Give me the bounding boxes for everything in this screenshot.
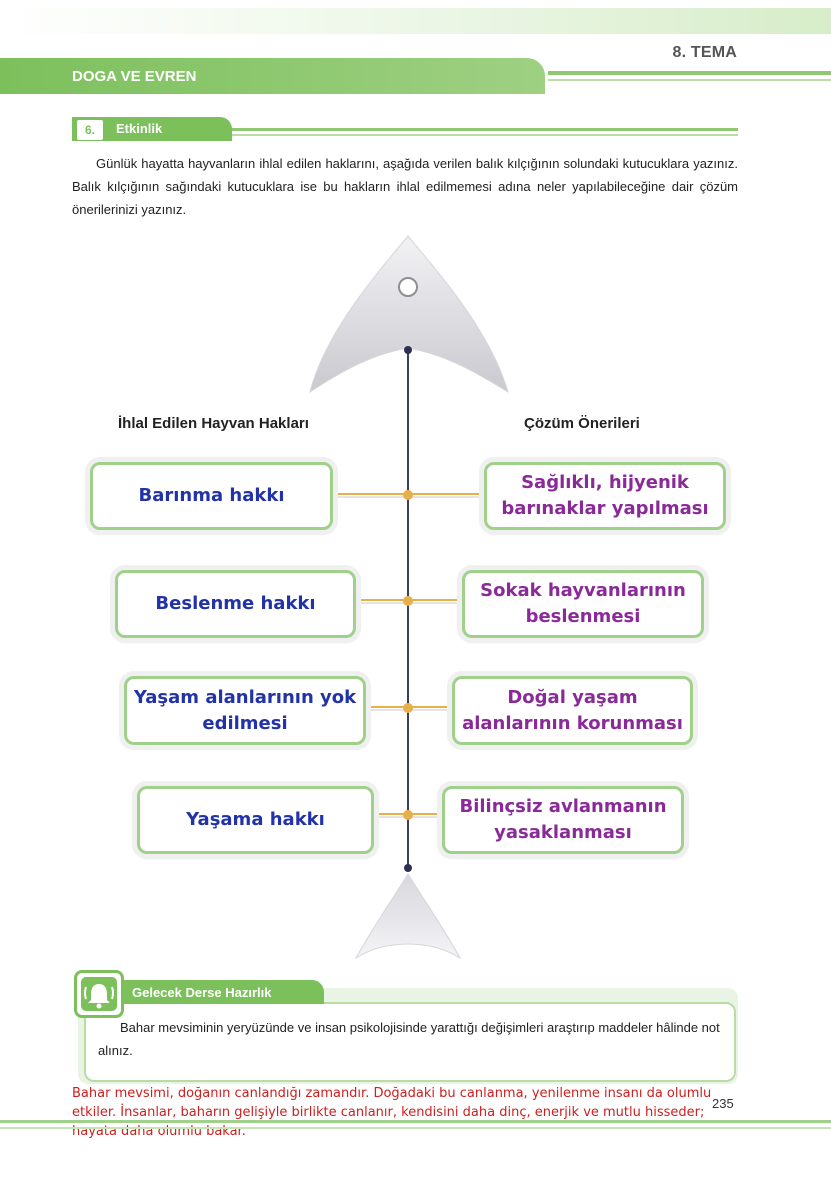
activity-rule-thin <box>232 134 738 136</box>
footer-rule-thin <box>0 1127 831 1129</box>
next-lesson-bar <box>118 980 324 1004</box>
next-lesson-content-box <box>84 1002 736 1082</box>
activity-instructions: Günlük hayatta hayvanların ihlal edilen … <box>72 156 738 217</box>
right-column-heading: Çözüm Önerileri <box>524 415 640 432</box>
solution-box-1: Sağlıklı, hijyenik barınaklar yapılması <box>484 462 726 530</box>
solution-box-2: Sokak hayvanlarının beslenmesi <box>462 570 704 638</box>
bell-icon <box>74 970 124 1018</box>
unit-title: DOGA VE EVREN <box>72 68 197 85</box>
header-rule-thin <box>548 79 831 81</box>
solution-box-3: Doğal yaşam alanlarının korunması <box>452 676 693 745</box>
footer-rule <box>0 1120 831 1123</box>
next-lesson-label: Gelecek Derse Hazırlık <box>132 985 272 1000</box>
header-rule <box>548 71 831 75</box>
activity-label: Etkinlik <box>116 121 163 136</box>
violated-right-box-3: Yaşam alanlarının yok edilmesi <box>124 676 366 745</box>
page-number: 235 <box>712 1096 734 1111</box>
activity-rule <box>232 128 738 131</box>
solution-box-4: Bilinçsiz avlanmanın yasaklanması <box>442 786 684 854</box>
unit-title-band <box>0 58 545 94</box>
tema-label: 8. TEMA <box>672 44 737 61</box>
violated-right-box-1: Barınma hakkı <box>90 462 333 530</box>
answer-text: Bahar mevsimi, doğanın canlandığı zamand… <box>72 1086 712 1139</box>
activity-number: 6. <box>76 119 104 141</box>
violated-right-box-4: Yaşama hakkı <box>137 786 374 854</box>
left-column-heading: İhlal Edilen Hayvan Hakları <box>118 415 309 432</box>
violated-right-box-2: Beslenme hakkı <box>115 570 356 638</box>
fish-tail <box>354 873 462 960</box>
header-gradient <box>0 8 831 34</box>
next-lesson-text: Bahar mevsiminin yeryüzünde ve insan psi… <box>98 1020 720 1058</box>
